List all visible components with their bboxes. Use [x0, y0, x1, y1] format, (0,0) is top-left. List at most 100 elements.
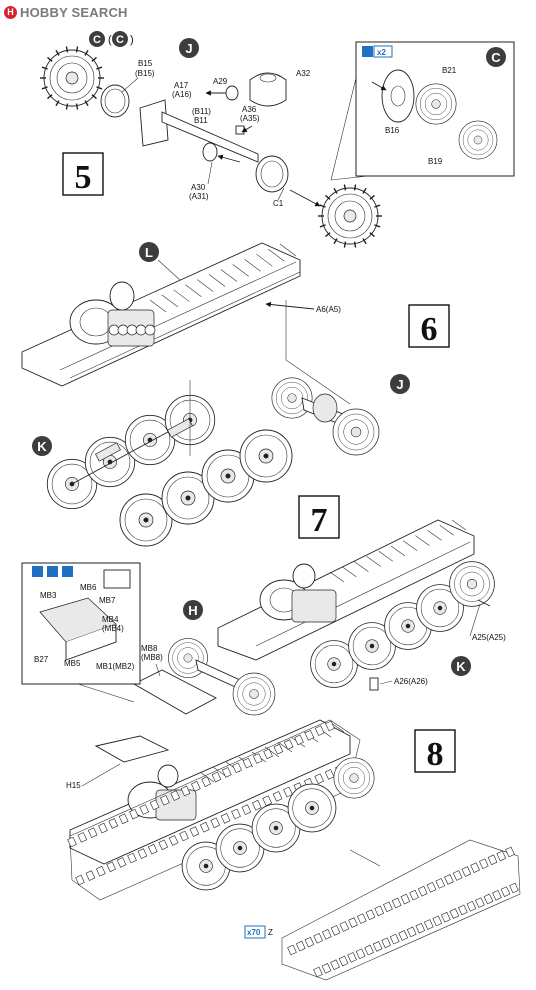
- step-5-diagram: C ( C ) B15 (B15) J A17 (A16) (B11) B11 …: [40, 31, 515, 248]
- cap-a32-part: [249, 72, 287, 107]
- label-a17: A17: [174, 81, 189, 90]
- glue-icon-2: [32, 566, 43, 577]
- label-track-multiplier: x70: [247, 928, 261, 937]
- callout-c-alt-letter: C: [116, 34, 124, 46]
- paren-open: (: [108, 34, 112, 46]
- callout-k7-marker: [451, 656, 471, 676]
- label-b19: B19: [428, 157, 443, 166]
- label-b15: B15: [138, 59, 153, 68]
- paren-close: ): [130, 34, 134, 46]
- label-mb8-alt: (MB8): [141, 653, 163, 662]
- label-track-suffix: Z: [268, 928, 273, 937]
- step-8-box: [414, 729, 456, 773]
- track-count-box: [244, 925, 266, 939]
- label-a29: A29: [213, 77, 228, 86]
- engine-block-part: [69, 281, 156, 347]
- label-mb7: MB7: [99, 596, 116, 605]
- label-mb4-alt: (MB4): [102, 624, 124, 633]
- label-a30-alt: (A31): [189, 192, 209, 201]
- decal-icon: [62, 566, 73, 577]
- label-mb4: MB4: [102, 615, 119, 624]
- part-mb7: [103, 569, 131, 589]
- chassis-hull-7-part: [217, 519, 475, 661]
- sprocket-h2-part: [232, 672, 276, 716]
- step-8-number: 8: [427, 736, 444, 773]
- step-8-diagram: 8 H15 x70 Z: [66, 719, 521, 981]
- callout-c-alt-marker: [112, 31, 128, 47]
- callout-j6-letter: J: [396, 377, 403, 392]
- site-logo-text: HOBBY SEARCH: [20, 4, 128, 20]
- label-mb1: MB1(MB2): [96, 662, 135, 671]
- label-mb8: MB8: [141, 644, 158, 653]
- callout-j6-marker: [390, 374, 410, 394]
- glue-icon: [362, 46, 373, 57]
- callout-l-marker: [139, 242, 159, 262]
- label-b11-alt: (B11): [192, 107, 211, 116]
- label-a25: A25(A25): [472, 633, 506, 642]
- drive-sprocket-part: [40, 46, 104, 110]
- cover-h15-part: [94, 735, 170, 763]
- loose-track-part: [281, 839, 521, 981]
- callout-c-letter: C: [93, 34, 101, 46]
- idler-8-part: [333, 757, 375, 799]
- sprocket-b21-part: [415, 83, 457, 125]
- site-header: H HOBBY SEARCH: [4, 3, 128, 21]
- road-wheel-row-upper: [46, 394, 216, 510]
- label-mb5: MB5: [64, 659, 81, 668]
- label-b27: B27: [34, 655, 49, 664]
- step-6-number: 6: [421, 311, 438, 348]
- label-a17-alt: (A16): [172, 90, 192, 99]
- callout-c-marker: [89, 31, 105, 47]
- left-sprocket-part: [271, 377, 313, 419]
- shock-a26-part: [369, 677, 379, 691]
- right-sprocket-part: [332, 408, 380, 456]
- step-7-box: [298, 495, 340, 539]
- callout-c-inset-marker: [486, 47, 506, 67]
- step-6-diagram: L A6(A5) 6 J: [21, 242, 450, 547]
- callout-l-letter: L: [145, 245, 153, 260]
- chassis-hull-part: [21, 242, 301, 387]
- disc-b16-part: [381, 69, 415, 123]
- idler-wheel-7-part: [449, 561, 495, 607]
- callout-j-marker: [179, 38, 199, 58]
- step-7-diagram: 7 A25(A25) K A26(A26) H: [21, 495, 506, 716]
- label-h15: H15: [66, 781, 81, 790]
- engine-block-7-part: [259, 563, 337, 623]
- label-a30: A30: [191, 183, 206, 192]
- sprocket-b19-part: [458, 120, 498, 160]
- step-6-box: [408, 304, 450, 348]
- paint-icon: [47, 566, 58, 577]
- step-7-number: 7: [311, 502, 328, 539]
- callout-k-marker: [32, 436, 52, 456]
- callout-c-inset-letter: C: [491, 50, 501, 65]
- label-a36-alt: (A35): [240, 114, 260, 123]
- inset-multiplier: x2: [377, 48, 386, 57]
- label-mb3: MB3: [40, 591, 57, 600]
- callout-j-letter: J: [185, 41, 192, 56]
- axle-shaft-part: [161, 111, 259, 163]
- logo-badge-icon: H: [4, 5, 17, 19]
- ring-b15-part: [100, 84, 130, 118]
- callout-k-letter: K: [37, 439, 47, 454]
- mudguard-mb-part: [133, 669, 217, 715]
- chassis-hull-8-part: [69, 719, 351, 865]
- step-5-number: 5: [75, 159, 92, 196]
- label-b21: B21: [442, 66, 457, 75]
- label-a32: A32: [296, 69, 311, 78]
- washer-a29-part: [225, 85, 239, 101]
- label-a36: A36: [242, 105, 257, 114]
- label-a26: A26(A26): [394, 677, 428, 686]
- callout-h-marker: [183, 600, 203, 620]
- label-b15-alt: (B15): [135, 69, 155, 78]
- label-a6: A6(A5): [316, 305, 341, 314]
- callout-k7-letter: K: [456, 659, 466, 674]
- hub-housing-part: [139, 99, 169, 147]
- label-mb6: MB6: [80, 583, 97, 592]
- label-b11: B11: [194, 116, 208, 125]
- label-b16: B16: [385, 126, 400, 135]
- label-c1: C1: [273, 199, 284, 208]
- callout-h-letter: H: [188, 603, 197, 618]
- assembled-sprocket-part: [318, 184, 382, 248]
- step-5-box: [62, 152, 104, 196]
